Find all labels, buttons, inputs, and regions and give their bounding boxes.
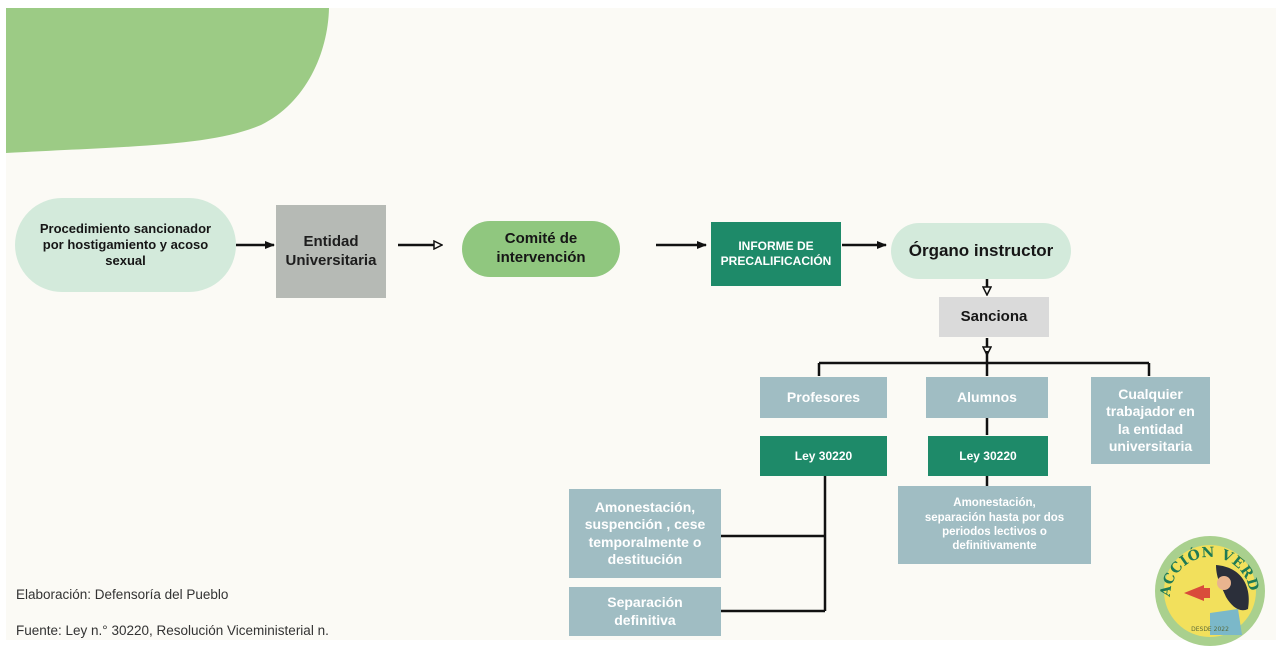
node-entidad-universitaria: Entidad Universitaria (276, 205, 386, 298)
node-profesores: Profesores (760, 377, 887, 418)
source-note: Elaboración: Defensoría del Pueblo Fuent… (16, 568, 329, 640)
node-informe-precalificacion: INFORME DE PRECALIFICACIÓN (711, 222, 841, 286)
node-sanciona: Sanciona (939, 297, 1049, 337)
slide-paper: Procedimiento sancionador por hostigamie… (6, 8, 1276, 640)
node-procedimiento: Procedimiento sancionador por hostigamie… (15, 198, 236, 292)
node-ley-30220-alumnos: Ley 30220 (928, 436, 1048, 476)
elaboracion-text: Elaboración: Defensoría del Pueblo (16, 587, 229, 602)
node-alumnos: Alumnos (926, 377, 1048, 418)
badge-subtitle: DESDE 2022 (1191, 626, 1229, 633)
node-cualquier-trabajador: Cualquier trabajador en la entidad unive… (1091, 377, 1210, 464)
node-amonestacion-alumnos: Amonestación, separación hasta por dos p… (898, 486, 1091, 564)
node-separacion-definitiva: Separación definitiva (569, 587, 721, 636)
flow-connectors (236, 8, 1151, 613)
node-comite-intervencion: Comité de intervención (462, 221, 620, 277)
fuente-text: Fuente: Ley n.° 30220, Resolución Vicemi… (16, 623, 329, 638)
accion-verde-logo: ACCIÓN VERDE DESDE 2022 (1154, 535, 1265, 646)
node-amonestacion-profesores: Amonestación, suspención , cese temporal… (569, 489, 721, 578)
node-organo-instructor: Órgano instructor (891, 223, 1071, 279)
decorative-green-blob (6, 8, 329, 153)
node-ley-30220-profesores: Ley 30220 (760, 436, 887, 476)
